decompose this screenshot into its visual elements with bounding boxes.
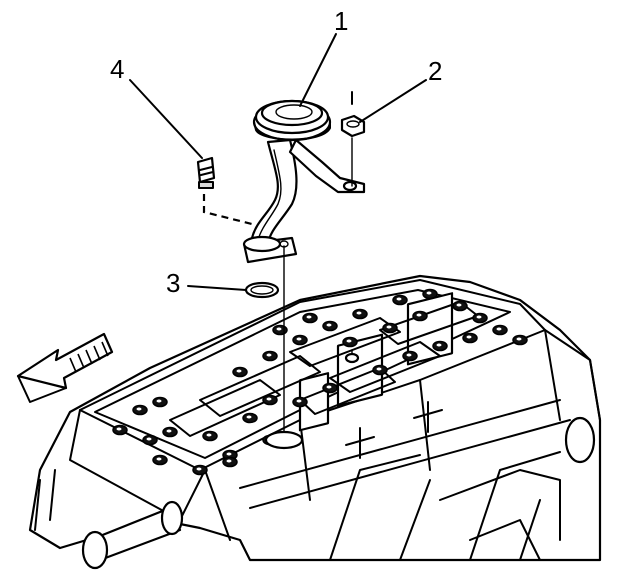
deck-bolt-highlight — [436, 343, 442, 347]
deck-bolt-highlight — [466, 335, 472, 339]
assembly-lines — [202, 137, 360, 450]
deck-bolt-highlight — [376, 367, 382, 371]
deck-bolt-highlight — [226, 459, 232, 463]
callout-label-2: 2 — [428, 56, 442, 86]
deck-bolt-highlight — [146, 437, 152, 441]
deck-bolt-highlight — [116, 427, 122, 431]
callout-label-4: 4 — [110, 54, 124, 84]
deck-bolt-highlight — [326, 385, 332, 389]
deck-bolt-highlight — [266, 353, 272, 357]
deck-bolt-highlight — [356, 311, 362, 315]
deck-bolt-highlight — [136, 407, 142, 411]
deck-bolt-highlight — [516, 337, 522, 341]
deck-bolt-highlight — [156, 399, 162, 403]
deck-bolt-highlight — [386, 325, 392, 329]
deck-bolt-highlight — [166, 429, 172, 433]
deck-bolt-highlight — [426, 291, 432, 295]
deck-bolt-highlight — [246, 415, 252, 419]
deck-bolt-highlight — [156, 457, 162, 461]
bolt — [196, 156, 216, 189]
deck-bolts — [112, 288, 528, 476]
deck-bolt-highlight — [266, 397, 272, 401]
deck-bolt-highlight — [206, 433, 212, 437]
deck-bolt-highlight — [296, 337, 302, 341]
deck-bolt-highlight — [476, 315, 482, 319]
deck-bolt-highlight — [406, 353, 412, 357]
callout-label-1: 1 — [334, 6, 348, 36]
deck-bolt-highlight — [496, 327, 502, 331]
callout-leaders — [129, 33, 427, 291]
deck-bolt-highlight — [346, 339, 352, 343]
nut — [340, 91, 366, 138]
callout-label-3: 3 — [166, 268, 180, 298]
deck-bolt-highlight — [236, 369, 242, 373]
deck-bolt-highlight — [396, 297, 402, 301]
deck-bolt-highlight — [296, 399, 302, 403]
deck-bolt-highlight — [326, 323, 332, 327]
oil-pump-screen — [242, 99, 366, 264]
deck-bolt-highlight — [276, 327, 282, 331]
deck-bolt-highlight — [226, 452, 232, 456]
o-ring-seal — [244, 281, 280, 299]
deck-bolt-highlight — [416, 313, 422, 317]
deck-bolt-highlight — [306, 315, 312, 319]
front-direction-arrow — [16, 332, 114, 403]
deck-bolt-highlight — [456, 303, 462, 307]
crankshaft-end — [34, 469, 184, 570]
deck-bolt-highlight — [196, 467, 202, 471]
